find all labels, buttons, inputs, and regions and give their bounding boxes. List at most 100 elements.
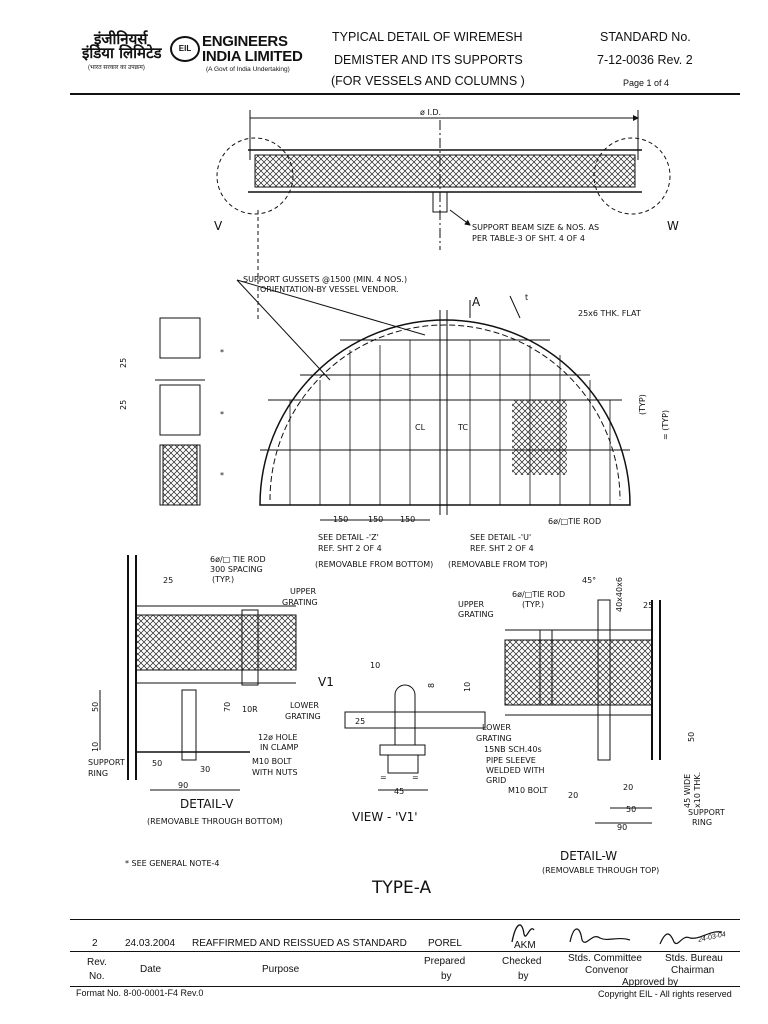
detail-w-pad	[504, 639, 653, 706]
rev-number: 2	[92, 938, 98, 949]
typ-label: (TYP)	[638, 394, 647, 415]
footer-bureau-1: Stds. Bureau	[665, 953, 723, 964]
v1-equal-a: =	[380, 773, 387, 782]
w-dim-50-b: 50	[626, 805, 636, 814]
v-lower-grating-1: LOWER	[290, 701, 319, 710]
type-a-title: TYPE-A	[371, 878, 432, 898]
gusset-note-2: ORIENTATION-BY VESSEL VENDOR.	[260, 285, 399, 294]
rev-checked: AKM	[514, 940, 536, 951]
hole-label-2: IN CLAMP	[260, 743, 298, 752]
w-upper-grating-2: GRATING	[458, 610, 494, 619]
detail-w-subtitle: (REMOVABLE THROUGH TOP)	[542, 866, 659, 875]
rev-prepared: POREL	[428, 938, 462, 949]
section-mark-a: A	[472, 295, 481, 309]
logo-english-line2: INDIA LIMITED	[202, 48, 303, 65]
w-lower-grating-2: GRATING	[476, 734, 512, 743]
v1-dim-10: 10	[370, 661, 380, 670]
v-support-ring-2: RING	[88, 769, 108, 778]
gusset-note-1: SUPPORT GUSSETS @1500 (MIN. 4 NOS.)	[243, 275, 407, 284]
w-bolt-label: M10 BOLT	[508, 786, 548, 795]
standard-number: 7-12-0036 Rev. 2	[597, 53, 693, 67]
title-line1: TYPICAL DETAIL OF WIREMESH	[332, 30, 523, 44]
thickness-mark: t	[525, 293, 528, 302]
v1-dim-10-b: 10	[463, 682, 472, 692]
angle-label: 45°	[582, 576, 596, 585]
footer-bureau-2: Chairman	[671, 965, 715, 976]
dim-25-b: 25	[119, 400, 128, 410]
w-support-ring-1: SUPPORT	[688, 808, 725, 817]
v-dim-10: 10	[91, 742, 100, 752]
see-detail-z: SEE DETAIL -'Z'	[318, 533, 379, 542]
logo-hindi-sub: (भारत सरकार का उपक्रम)	[88, 65, 145, 71]
w-dim-20-a: 20	[568, 791, 578, 800]
see-detail-u: SEE DETAIL -'U'	[470, 533, 531, 542]
footer-committee-2: Convenor	[585, 965, 629, 976]
dim-150-b: 150	[368, 515, 383, 524]
footer-checked-header-2: by	[518, 971, 529, 982]
v-tie-rod-3: (TYP.)	[212, 575, 234, 584]
title-line2: DEMISTER AND ITS SUPPORTS	[334, 53, 523, 67]
see-detail-u-ref: REF. SHT 2 OF 4	[470, 544, 534, 553]
v-dim-25: 25	[163, 576, 173, 585]
star-mark-1: *	[220, 348, 224, 357]
view-v1-title: VIEW - 'V1'	[352, 810, 418, 824]
detail-v-callout	[216, 137, 294, 215]
footer-copyright: Copyright EIL - All rights reserved	[598, 989, 732, 999]
pipe-label-1: 15NB SCH.40s	[484, 745, 542, 754]
emblem-text: EIL	[178, 44, 192, 53]
v-dim-50-b: 50	[152, 759, 162, 768]
signature-drawings	[511, 924, 723, 945]
v1-dim-45: 45	[394, 787, 404, 796]
w-dim-50: 50	[687, 732, 696, 742]
v-support-ring-1: SUPPORT	[88, 758, 125, 767]
page-number: Page 1 of 4	[623, 78, 670, 88]
pipe-label-2: PIPE SLEEVE	[486, 756, 536, 765]
id-label: ø I.D.	[420, 108, 441, 117]
demister-pad	[254, 154, 636, 188]
beam-note-1: SUPPORT BEAM SIZE & NOS. AS	[472, 223, 599, 232]
standard-label: STANDARD No.	[600, 30, 691, 44]
footer-rev-header-2: No.	[89, 971, 105, 982]
detail-w-callout	[593, 137, 671, 215]
w-upper-grating-1: UPPER	[458, 600, 485, 609]
general-note: * SEE GENERAL NOTE-4	[125, 859, 219, 868]
ring-size-1: 45 WIDE	[683, 774, 692, 808]
removable-bottom: (REMOVABLE FROM BOTTOM)	[315, 560, 433, 569]
w-lower-grating-1: LOWER	[482, 723, 511, 732]
rev-date: 24.03.2004	[125, 938, 176, 949]
v-upper-grating-2: GRATING	[282, 598, 318, 607]
pipe-label-4: GRID	[486, 776, 506, 785]
engineering-drawing: ø I.D. V W SUPPORT BEAM SIZE & NOS. AS P…	[88, 108, 725, 898]
footer-prepared-header-2: by	[441, 971, 452, 982]
removable-top: (REMOVABLE FROM TOP)	[448, 560, 548, 569]
angle-size: 40x40x6	[615, 577, 624, 612]
ring-size-2: x10 THK.	[693, 772, 702, 808]
v-bolt-label-2: WITH NUTS	[252, 768, 298, 777]
v1-marker: V1	[318, 675, 334, 689]
centerline-label: CL	[415, 423, 426, 432]
footer-checked-header-1: Checked	[502, 956, 542, 967]
footer-format-number: Format No. 8-00-0001-F4 Rev.0	[76, 988, 204, 998]
detail-w-title: DETAIL-W	[560, 849, 617, 863]
flat-label: 25x6 THK. FLAT	[578, 309, 641, 318]
footer-approved-by: Approved by	[622, 977, 679, 988]
logo-subtitle: (A Govt of India Undertaking)	[206, 66, 290, 73]
w-dim-25: 25	[643, 601, 653, 610]
detail-v-subtitle: (REMOVABLE THROUGH BOTTOM)	[147, 817, 283, 826]
v-dim-70: 70	[223, 702, 232, 712]
v1-equal-b: =	[412, 773, 419, 782]
v-lower-grating-2: GRATING	[285, 712, 321, 721]
tie-rod-label: 6ø/□TIE ROD	[548, 517, 601, 526]
w-tie-rod-2: (TYP.)	[522, 600, 544, 609]
v-dim-30: 30	[200, 765, 210, 774]
logo: इंजीनियर्स इंडिया लिमिटेड (भारत सरकार का…	[82, 32, 312, 77]
w-dim-90: 90	[617, 823, 627, 832]
v-bolt-label-1: M10 BOLT	[252, 757, 292, 766]
v-upper-grating-1: UPPER	[290, 587, 317, 596]
dim-25-a: 25	[119, 358, 128, 368]
dim-150-a: 150	[333, 515, 348, 524]
footer-rule-bottom	[70, 986, 740, 987]
dim-150-c: 150	[400, 515, 415, 524]
hole-label-1: 12ø HOLE	[258, 733, 297, 742]
footer-purpose-header: Purpose	[262, 964, 300, 975]
